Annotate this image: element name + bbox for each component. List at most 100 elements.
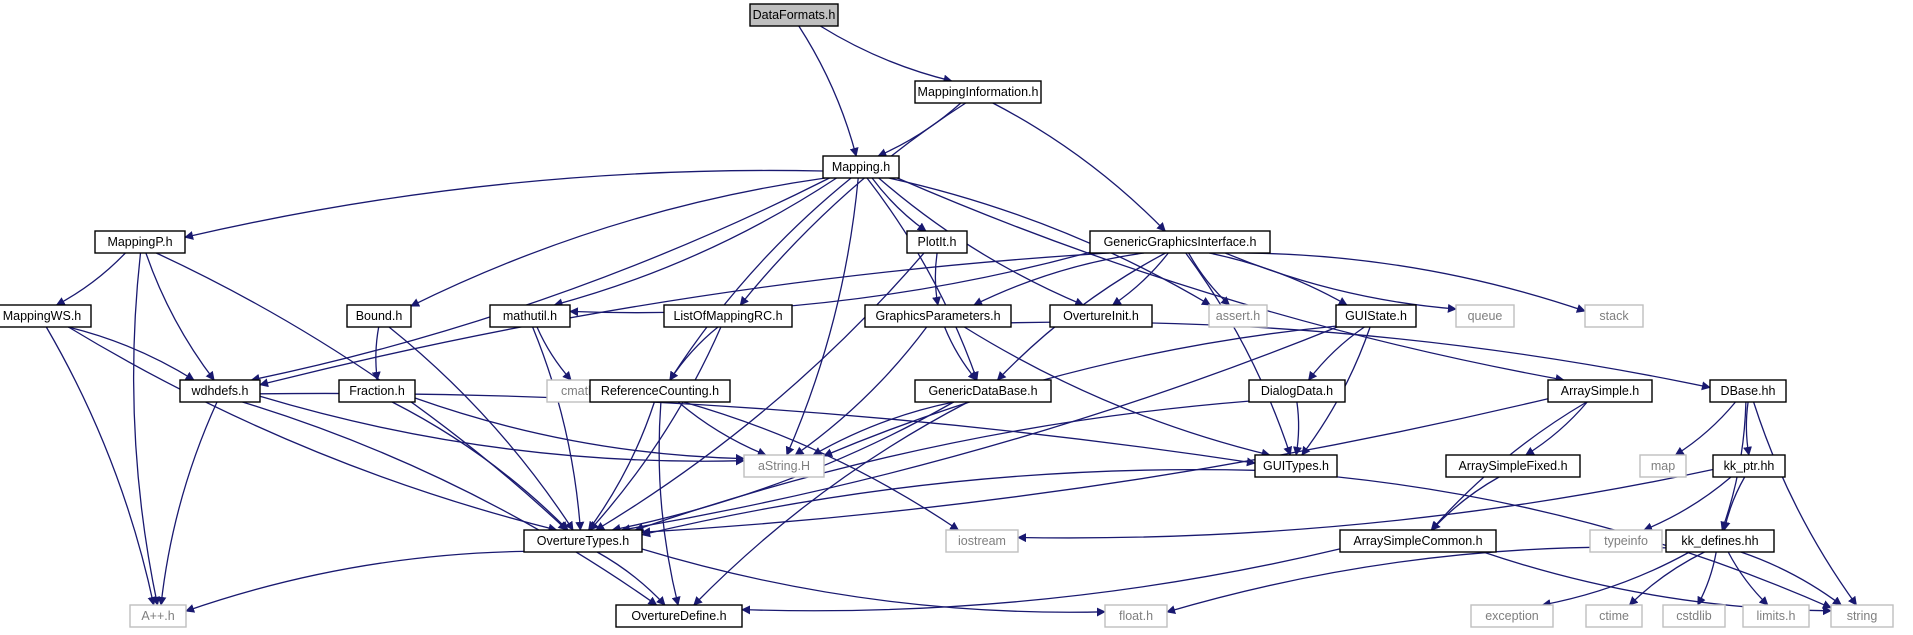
node-overturetypes[interactable]: OvertureTypes.h — [523, 529, 643, 553]
node-label-graphicsparameters: GraphicsParameters.h — [875, 309, 1000, 323]
node-ctime: ctime — [1585, 604, 1643, 628]
node-box-dataformats — [749, 3, 839, 27]
node-box-cstdlib — [1662, 604, 1726, 628]
edge-fraction-to-overturetypes — [391, 401, 569, 531]
node-label-arraysimplefixed: ArraySimpleFixed.h — [1458, 459, 1567, 473]
edge-kkptr-to-iostream — [1017, 468, 1714, 543]
node-limits: limits.h — [1742, 604, 1810, 628]
node-label-map: map — [1651, 459, 1675, 473]
node-mappingws[interactable]: MappingWS.h — [0, 304, 92, 328]
edge-genericgraphicsinterface-to-graphicsparameters — [973, 252, 1145, 306]
node-graphicsparameters[interactable]: GraphicsParameters.h — [864, 304, 1012, 328]
node-label-overturedefine: OvertureDefine.h — [631, 609, 726, 623]
node-label-arraysimple: ArraySimple.h — [1561, 384, 1640, 398]
node-box-typeinfo — [1589, 529, 1663, 553]
edge-overturetypes-to-overturedefine — [596, 551, 666, 606]
edge-wdhdefs-to-overturedefine — [242, 401, 658, 606]
edge-mapping-to-bound — [410, 177, 826, 307]
node-dialogdata[interactable]: DialogData.h — [1248, 379, 1346, 403]
node-guistate[interactable]: GUIState.h — [1335, 304, 1417, 328]
edge-mapping-to-mappingp — [184, 169, 824, 240]
node-plotit[interactable]: PlotIt.h — [906, 230, 968, 254]
node-label-ovetureinit: OvertureInit.h — [1063, 309, 1139, 323]
node-box-bound — [346, 304, 412, 328]
node-ovetureinit[interactable]: OvertureInit.h — [1049, 304, 1153, 328]
node-arraysimple[interactable]: ArraySimple.h — [1547, 379, 1653, 403]
node-box-wdhdefs — [179, 379, 261, 403]
node-fraction[interactable]: Fraction.h — [338, 379, 416, 403]
node-listofmappingrc[interactable]: ListOfMappingRC.h — [663, 304, 793, 328]
node-box-plotit — [906, 230, 968, 254]
node-box-kkdefines — [1665, 529, 1775, 553]
node-assert: assert.h — [1208, 304, 1268, 328]
edge-mapping-to-mathutil — [553, 177, 837, 308]
edge-graphicsparameters-to-genericdatabase — [943, 326, 977, 381]
edge-plotit-to-overturetypes — [595, 252, 925, 531]
node-label-kkptr: kk_ptr.hh — [1724, 459, 1775, 473]
edge-genericgraphicsinterface-to-stack — [1244, 252, 1586, 313]
edge-genericgraphicsinterface-to-guistate — [1208, 252, 1348, 306]
edge-graphicsparameters-to-astring — [794, 326, 928, 456]
node-label-mappingp: MappingP.h — [107, 235, 172, 249]
node-label-mapping: Mapping.h — [832, 160, 890, 174]
node-label-limits: limits.h — [1757, 609, 1796, 623]
node-dbase[interactable]: DBase.hh — [1709, 379, 1787, 403]
node-referencecounting[interactable]: ReferenceCounting.h — [589, 379, 731, 403]
node-guitypes[interactable]: GUITypes.h — [1254, 454, 1338, 478]
edge-mapping-to-ovetureinit — [878, 177, 1085, 307]
edge-mappingp-to-app — [132, 252, 161, 606]
node-box-guitypes — [1254, 454, 1338, 478]
node-box-mappingp — [94, 230, 186, 254]
edges-layer — [45, 25, 1857, 617]
edge-mappingp-to-wdhdefs — [145, 252, 215, 381]
node-box-iostream — [945, 529, 1019, 553]
edge-genericdatabase-to-overturedefine — [693, 401, 969, 606]
node-arraysimplecommon[interactable]: ArraySimpleCommon.h — [1339, 529, 1497, 553]
node-label-wdhdefs: wdhdefs.h — [191, 384, 249, 398]
edge-kkdefines-to-ctime — [1628, 551, 1705, 606]
node-label-queue: queue — [1468, 309, 1503, 323]
node-box-kkptr — [1712, 454, 1786, 478]
node-mapping[interactable]: Mapping.h — [822, 155, 900, 179]
node-label-app: A++.h — [141, 609, 174, 623]
node-genericgraphicsinterface[interactable]: GenericGraphicsInterface.h — [1089, 230, 1271, 254]
node-label-exception: exception — [1485, 609, 1539, 623]
edge-kkdefines-to-cstdlib — [1697, 551, 1717, 606]
node-wdhdefs[interactable]: wdhdefs.h — [179, 379, 261, 403]
node-kkptr[interactable]: kk_ptr.hh — [1712, 454, 1786, 478]
edge-guistate-to-dialogdata — [1308, 326, 1365, 381]
node-box-ctime — [1585, 604, 1643, 628]
node-dataformats[interactable]: DataFormats.h — [749, 3, 839, 27]
node-genericdatabase[interactable]: GenericDataBase.h — [914, 379, 1052, 403]
node-box-dbase — [1709, 379, 1787, 403]
node-box-fraction — [338, 379, 416, 403]
edge-wdhdefs-to-guitypes — [259, 392, 1256, 467]
edge-arraysimple-to-overturetypes — [641, 398, 1549, 537]
node-overturedefine[interactable]: OvertureDefine.h — [615, 604, 743, 628]
edge-referencecounting-to-overturetypes — [588, 401, 656, 531]
node-box-mappinginformation — [914, 80, 1042, 104]
node-label-iostream: iostream — [958, 534, 1006, 548]
edge-genericgraphicsinterface-to-ovetureinit — [1111, 252, 1169, 306]
node-mappingp[interactable]: MappingP.h — [94, 230, 186, 254]
edge-graphicsparameters-to-dbase — [1010, 321, 1711, 391]
node-mathutil[interactable]: mathutil.h — [489, 304, 571, 328]
node-mappinginformation[interactable]: MappingInformation.h — [914, 80, 1042, 104]
node-label-guitypes: GUITypes.h — [1263, 459, 1329, 473]
node-kkdefines[interactable]: kk_defines.hh — [1665, 529, 1775, 553]
node-box-mathutil — [489, 304, 571, 328]
edge-mappingws-to-overturetypes — [68, 326, 558, 533]
node-box-app — [129, 604, 187, 628]
node-arraysimplefixed[interactable]: ArraySimpleFixed.h — [1445, 454, 1581, 478]
node-bound[interactable]: Bound.h — [346, 304, 412, 328]
edge-genericgraphicsinterface-to-wdhdefs — [259, 252, 1110, 388]
node-box-guistate — [1335, 304, 1417, 328]
node-box-graphicsparameters — [864, 304, 1012, 328]
edge-bound-to-fraction — [371, 326, 381, 381]
edge-kkdefines-to-float — [1166, 546, 1667, 615]
node-box-genericdatabase — [914, 379, 1052, 403]
edge-arraysimple-to-arraysimplefixed — [1525, 401, 1588, 456]
edge-plotit-to-graphicsparameters — [932, 252, 941, 306]
edge-genericgraphicsinterface-to-mathutil — [569, 251, 1091, 317]
